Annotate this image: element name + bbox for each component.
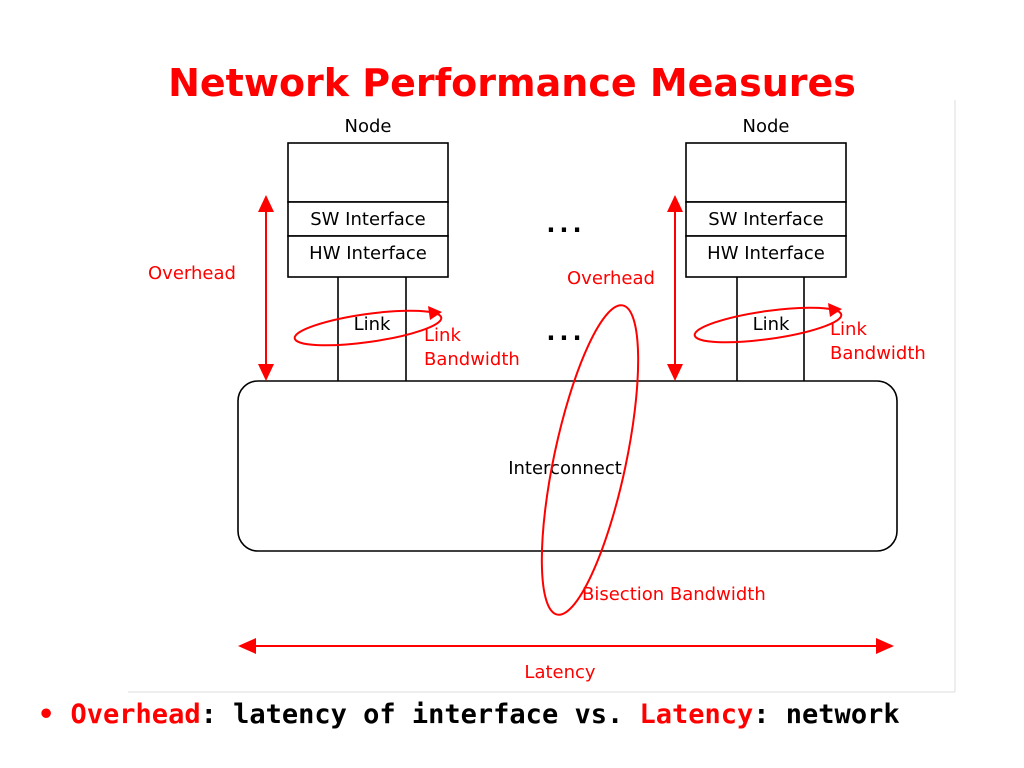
latency-label: Latency [524,662,595,683]
bullet-point: • Overhead: latency of interface vs. Lat… [38,695,998,735]
right-node-box [685,142,847,203]
right-link-label: Link [753,314,790,335]
left-sw-interface-label: SW Interface [310,209,426,230]
right-hw-interface-box [685,235,847,278]
ellipsis-upper: ... [546,210,585,238]
left-overhead-arrow [258,195,274,381]
left-overhead-label: Overhead [148,263,236,284]
left-hw-interface-box [287,235,449,278]
right-link-bandwidth-loop [693,303,843,344]
left-sw-interface-box [287,201,449,237]
left-hw-interface-label: HW Interface [309,243,427,264]
bisection-bandwidth-label: Bisection Bandwidth [582,584,766,605]
right-sw-interface-label: SW Interface [708,209,824,230]
bullet-text-2: : network [753,699,900,730]
interconnect-box [237,380,898,552]
right-link-bandwidth-label-2: Bandwidth [830,343,926,364]
bullet-text-1: : latency of interface vs. [200,699,640,730]
bullet-term-overhead: Overhead [70,699,201,730]
slide-title: Network Performance Measures [168,61,856,105]
left-link-label: Link [354,314,391,335]
right-node-stack: Node SW Interface HW Interface Link [685,116,847,381]
right-node-label: Node [743,116,790,137]
center-overhead-label: Overhead [567,268,655,289]
left-node-label: Node [345,116,392,137]
right-overhead-arrow [667,195,683,381]
left-node-box [287,142,449,203]
interconnect-label: Interconnect [508,458,622,479]
network-diagram: Node SW Interface HW Interface Link Node… [128,100,956,693]
left-link-bandwidth-loop [293,306,443,347]
latency-arrow [238,638,894,654]
left-link-bandwidth-label-1: Link [424,325,461,346]
ellipsis-lower: ... [546,318,585,346]
left-link-bandwidth-label-2: Bandwidth [424,349,520,370]
right-hw-interface-label: HW Interface [707,243,825,264]
bullet-term-latency: Latency [639,699,754,730]
left-node-stack: Node SW Interface HW Interface Link [287,116,449,381]
right-link-bandwidth-label-1: Link [830,319,867,340]
right-sw-interface-box [685,201,847,237]
bullet-marker: • [38,699,55,730]
bisection-bandwidth-loop [540,304,640,616]
